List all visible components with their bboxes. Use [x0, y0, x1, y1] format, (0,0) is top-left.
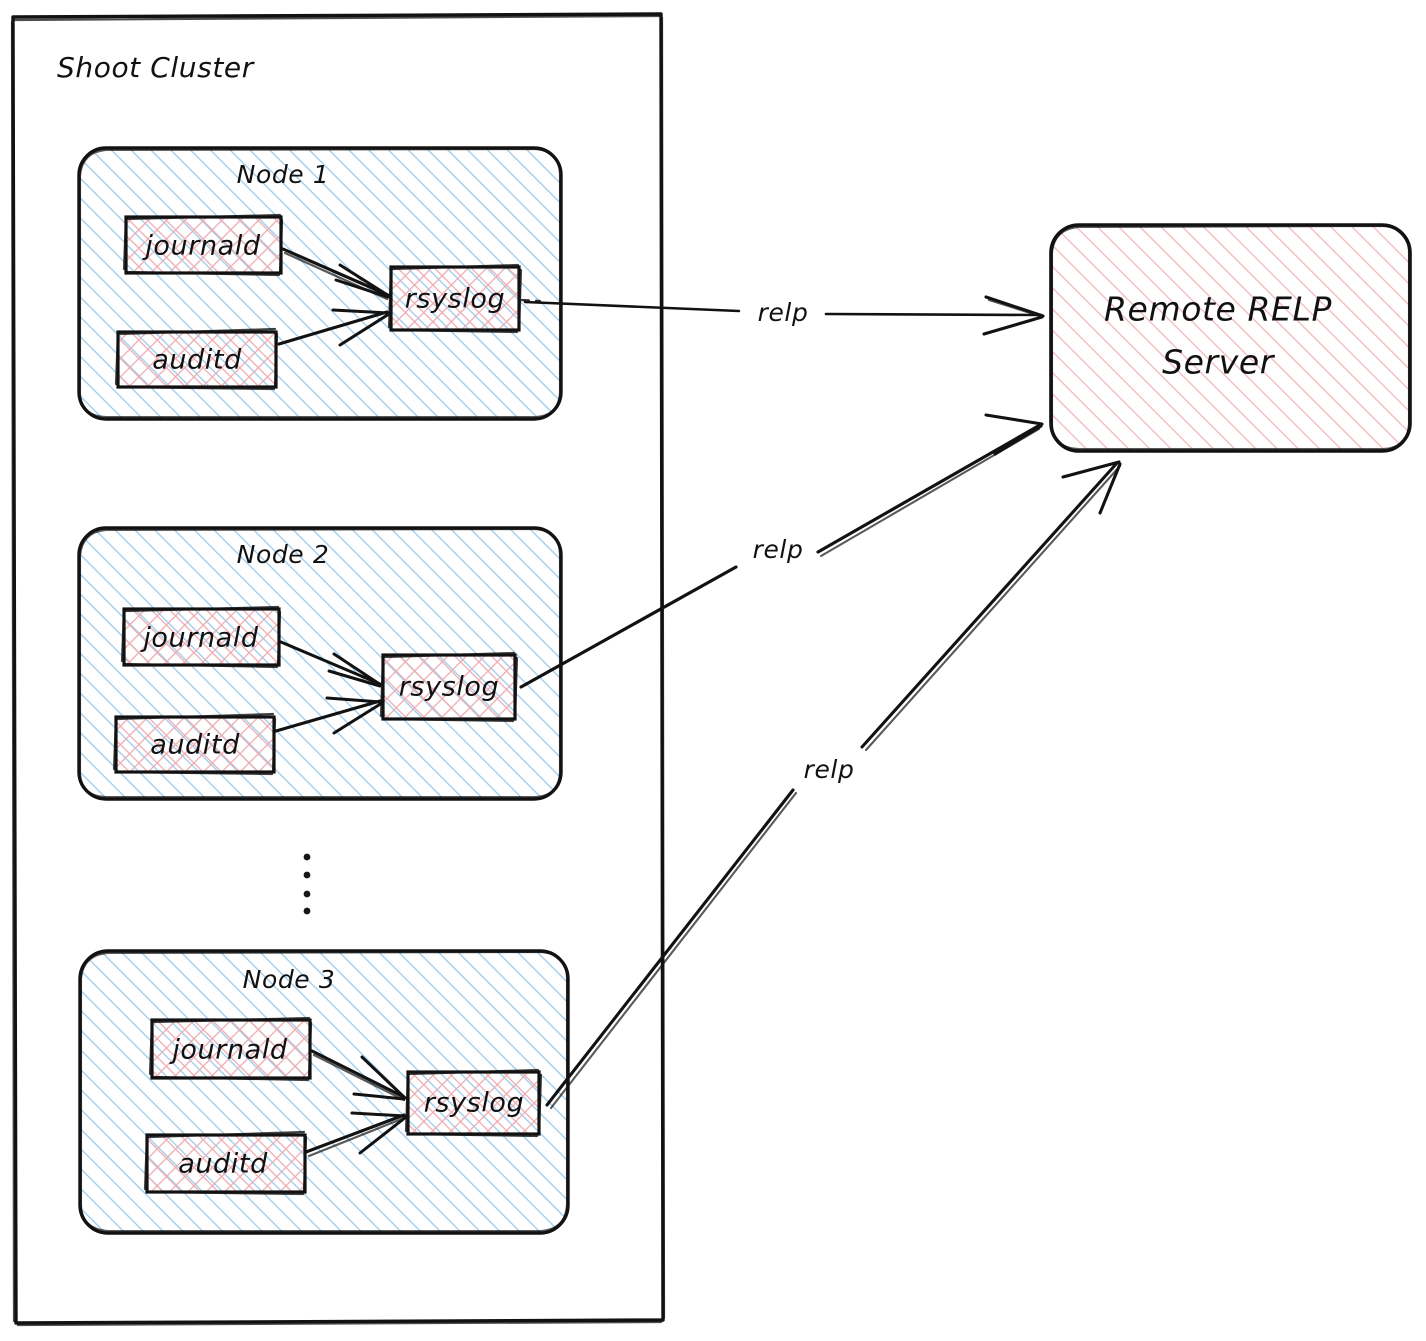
node-1-edge-auditd-rsyslog: [277, 308, 391, 347]
node-2-journald-group: [120, 605, 282, 669]
remote-relp-server-label-line1: Remote RELP: [1104, 290, 1332, 329]
node-2-journald-label: journald: [139, 623, 259, 654]
remote-relp-server-label-line2: Server: [1162, 343, 1276, 382]
node-3-journald-group: [148, 1016, 313, 1082]
node-2-label: Node 2: [237, 540, 330, 569]
node-3-edge-auditd-rsyslog: [304, 1111, 408, 1158]
node-3-rsyslog-group: [404, 1068, 543, 1138]
relp-edge-3-label: relp: [804, 755, 855, 784]
remote-relp-server-group: Remote RELP Server: [1049, 223, 1412, 453]
node-2-edge-auditd-rsyslog: [274, 696, 384, 735]
relp-edge-1-label: relp: [758, 298, 809, 327]
node-1-auditd-label: auditd: [152, 345, 242, 376]
relp-edge-3: [545, 460, 1122, 1110]
shoot-cluster-container: [10, 12, 666, 1327]
relp-edge-2-label: relp: [753, 535, 804, 564]
node-3-group: Node 3 journald auditd rsyslog: [78, 949, 570, 1235]
node-2-edge-journald-rsyslog: [279, 640, 383, 688]
node-2-rsyslog-group: [379, 651, 519, 723]
node-1-group: Node 1 journald auditd rsyslog: [77, 146, 563, 421]
node-1-journald-group: [122, 213, 284, 277]
node-3-journald-label: journald: [168, 1035, 288, 1066]
node-2-group: Node 2 journald auditd rsyslog: [77, 526, 563, 801]
node-2-auditd-label: auditd: [150, 730, 240, 761]
shoot-cluster-label: Shoot Cluster: [57, 51, 255, 84]
node-list-ellipsis: [303, 853, 311, 915]
node-2-auditd-group: [112, 712, 277, 776]
node-1-label: Node 1: [237, 160, 330, 189]
relp-edge-2: [519, 413, 1044, 689]
node-1-auditd-box[interactable]: [116, 330, 278, 389]
node-3-auditd-group: [143, 1130, 308, 1196]
node-3-journald-box[interactable]: [150, 1018, 312, 1080]
node-1-journald-label: journald: [141, 231, 261, 262]
node-3-label: Node 3: [243, 965, 336, 994]
node-3-rsyslog-label: rsyslog: [424, 1088, 525, 1119]
remote-relp-server-box[interactable]: [1049, 223, 1412, 453]
node-1-rsyslog-group: [387, 263, 523, 334]
node-2-rsyslog-label: rsyslog: [399, 672, 500, 703]
node-1-rsyslog-label: rsyslog: [405, 284, 506, 315]
node-3-auditd-label: auditd: [178, 1149, 268, 1180]
relp-edge-1: [520, 295, 1045, 336]
node-3-edge-journald-rsyslog: [310, 1049, 407, 1102]
node-1-edge-journald-rsyslog: [281, 247, 391, 301]
node-1-auditd-group: [114, 327, 279, 391]
